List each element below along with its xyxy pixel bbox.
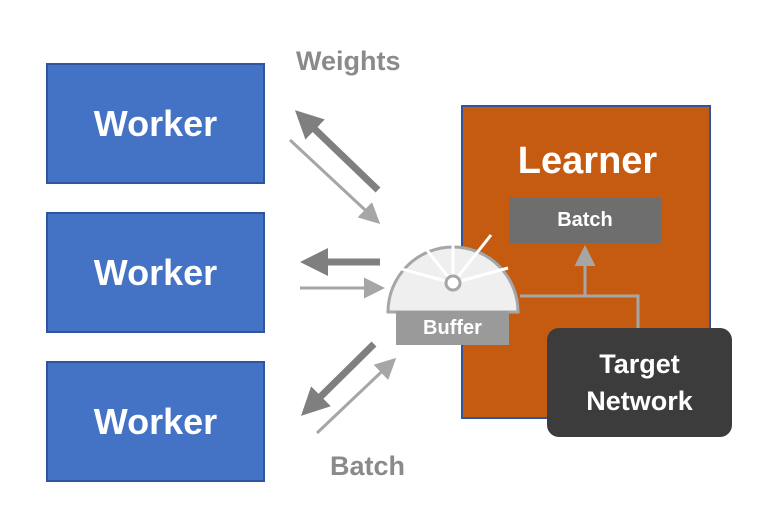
batch-arrow-top — [288, 138, 381, 225]
worker-label: Worker — [93, 102, 218, 144]
weights-arrow-bottom — [301, 341, 377, 416]
learner-title: Learner — [517, 140, 658, 182]
worker-label: Worker — [93, 400, 218, 442]
buffer-gauge-icon — [386, 221, 520, 314]
batch-flow-label: Batch — [330, 451, 406, 481]
worker-label: Worker — [93, 251, 218, 293]
target-to-batch-connector — [520, 294, 640, 328]
target-network-box: Target Network — [547, 328, 732, 437]
worker-box: Worker — [46, 212, 265, 333]
learner-batch-box: Batch — [509, 198, 661, 243]
worker-box: Worker — [46, 63, 265, 184]
batch-arrow-bottom — [315, 357, 397, 435]
weights-label: Weights — [296, 46, 401, 76]
buffer-label: Buffer — [396, 311, 509, 345]
weights-arrow-top — [294, 110, 381, 193]
worker-box: Worker — [46, 361, 265, 482]
